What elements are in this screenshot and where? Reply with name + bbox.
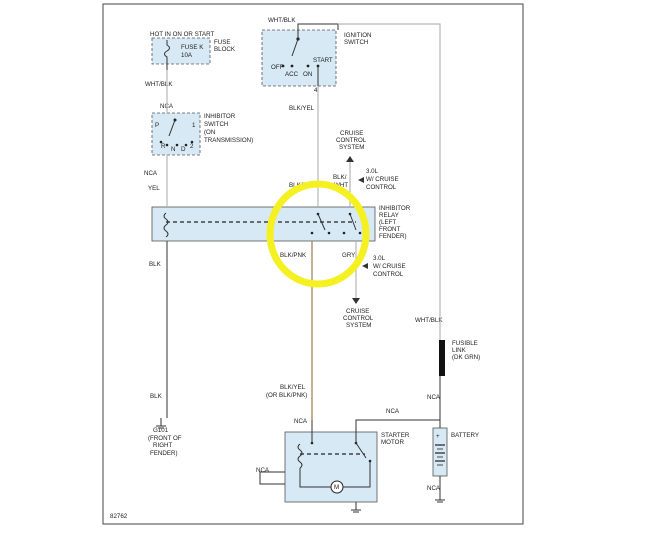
dk-grn-label: (DK GRN) <box>452 354 480 361</box>
blk-slash-label: BLK/ <box>333 174 347 181</box>
cruise-dn-arrow <box>352 298 360 304</box>
right-label: RIGHT <box>153 442 172 449</box>
n1-label: 1 <box>192 122 196 129</box>
plus-label: + <box>436 433 440 440</box>
inhibitor-switch: WHT/BLK NCA INHIBITOR SWITCH (ON TRANSMI… <box>144 81 253 192</box>
blk-yel-mid-label: BLK/YEL <box>289 105 315 112</box>
block-label: BLOCK <box>214 46 236 53</box>
d-label: D <box>181 146 186 153</box>
control-dn2-label: CONTROL <box>373 271 404 278</box>
liter-dn-label: 3.0L <box>373 255 386 262</box>
cruise-dn-label: CRUISE <box>346 308 369 315</box>
motor-label: MOTOR <box>381 439 404 446</box>
pin-4-label: 4 <box>314 87 318 94</box>
nca-bat-label: NCA <box>427 485 441 492</box>
nca-top-motor-label: NCA <box>386 408 400 415</box>
starter-motor: BLK/YEL (OR BLK/PNK) NCA NCA STARTER MOT… <box>256 384 441 513</box>
m-label: M <box>334 484 339 491</box>
fuse-amp-label: 10A <box>181 52 193 59</box>
battery: BATTERY + NCA <box>427 427 479 503</box>
relay-label-4: FRONT <box>379 226 401 233</box>
blk-pnk-label: BLK/PNK <box>280 252 307 259</box>
relay-label-1: INHIBITOR <box>379 205 411 212</box>
switch-label: SWITCH <box>344 39 368 46</box>
inhibitor-relay: INHIBITOR RELAY (LEFT FRONT FENDER) <box>151 205 411 242</box>
transmission-label: TRANSMISSION) <box>204 137 253 144</box>
fender-label: FENDER) <box>150 450 178 457</box>
nca-left-motor-label: NCA <box>256 467 270 474</box>
p-label: P <box>155 122 159 129</box>
yellow-highlight <box>266 180 370 288</box>
control-up2-label: CONTROL <box>366 184 397 191</box>
wht-blk-top-label: WHT/BLK <box>268 17 296 24</box>
wires <box>166 23 441 428</box>
control-dn-label: CONTROL <box>343 315 374 322</box>
nca-motor-label: NCA <box>294 418 308 425</box>
blk-left-label: BLK <box>149 261 162 268</box>
g101-label: G101 <box>153 427 169 434</box>
battery-label: BATTERY <box>451 432 479 439</box>
control-up-label: CONTROL <box>336 137 367 144</box>
start-label: START <box>313 57 333 64</box>
relay-label-2: RELAY <box>379 212 399 219</box>
blk-g101-label: BLK <box>150 393 163 400</box>
acc-label: ACC <box>285 71 299 78</box>
cruise-up-label: CRUISE <box>340 130 363 137</box>
on-paren-label: (ON <box>204 129 215 136</box>
fusible-label: FUSIBLE <box>452 340 478 347</box>
yel-label: YEL <box>148 185 160 192</box>
relay-label-3: (LEFT <box>379 219 396 226</box>
wht-blk-left-label: WHT/BLK <box>145 81 173 88</box>
n-label: N <box>171 146 175 153</box>
starter-label: STARTER <box>381 432 410 439</box>
wht-label: WHT <box>334 182 348 189</box>
wht-blk-right-label: WHT/BLK <box>415 317 443 324</box>
w-cruise-dn-label: W/ CRUISE <box>373 263 406 270</box>
system-up-label: SYSTEM <box>339 144 364 151</box>
nca-right-label: NCA <box>427 394 441 401</box>
system-dn-label: SYSTEM <box>346 322 371 329</box>
nca-2-label: NCA <box>144 170 158 177</box>
off-label: OFF <box>271 64 284 71</box>
switch2-label: SWITCH <box>204 121 228 128</box>
or-blk-pnk-label: (OR BLK/PNK) <box>266 392 307 399</box>
gry-label: GRY <box>342 252 355 259</box>
w-cruise-up-label: W/ CRUISE <box>366 176 399 183</box>
on-label: ON <box>303 71 312 78</box>
fuse-element <box>164 40 170 70</box>
front-of-label: (FRONT OF <box>148 435 182 442</box>
inhibitor-label: INHIBITOR <box>204 113 236 120</box>
ignition-label: IGNITION <box>344 32 372 39</box>
ignition-switch: WHT/BLK IGNITION SWITCH OFF ACC ON START… <box>261 17 372 94</box>
hot-label: HOT IN ON OR START <box>150 31 215 38</box>
n2-label: 2 <box>190 143 194 150</box>
link-label: LINK <box>452 347 467 354</box>
fuse-label: FUSE <box>214 39 231 46</box>
fuse-k-label: FUSE K <box>181 44 204 51</box>
figure-id-label: 82762 <box>110 513 128 520</box>
liter-up-label: 3.0L <box>366 168 379 175</box>
r-label: R <box>161 143 166 150</box>
fusible-link: WHT/BLK FUSIBLE LINK (DK GRN) NCA <box>415 317 480 401</box>
fuse-block: HOT IN ON OR START FUSE K 10A FUSE BLOCK <box>150 31 236 70</box>
cruise-control-bottom: BLK BLK/PNK GRY 3.0L W/ CRUISE CONTROL C… <box>149 252 406 329</box>
blk-yel-low-label: BLK/YEL <box>280 384 306 391</box>
cruise-up-arrow <box>346 156 354 162</box>
ground-g101: BLK G101 (FRONT OF RIGHT FENDER) <box>148 393 182 457</box>
relay-label-5: FENDER) <box>379 233 407 240</box>
